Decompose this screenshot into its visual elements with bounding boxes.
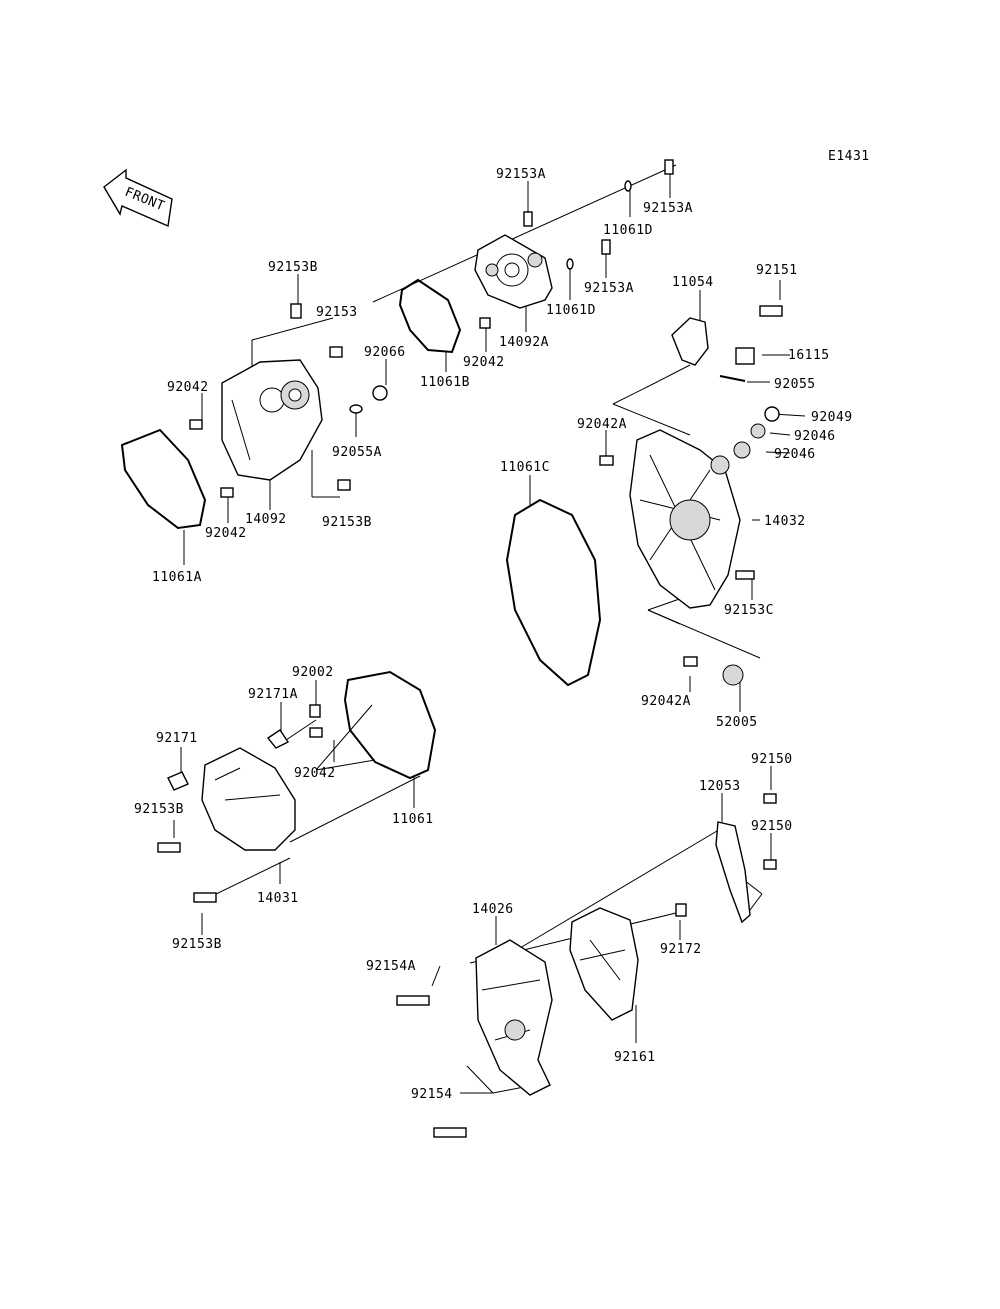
dowel-92042-left2 — [220, 487, 234, 498]
bolt-92154A — [396, 995, 430, 1006]
bolt-92153B-left — [337, 479, 351, 491]
label-92042-mid: 92042 — [294, 766, 336, 781]
cover-14026 — [475, 939, 553, 1096]
label-92171A: 92171A — [248, 687, 298, 702]
front-arrow-icon: FRONT — [103, 168, 173, 228]
bolt-92153A-right — [664, 159, 674, 175]
gasket-11061C — [505, 498, 602, 687]
label-92055A: 92055A — [332, 445, 382, 460]
label-92172: 92172 — [660, 942, 702, 957]
label-92150-mid: 92150 — [751, 819, 793, 834]
label-92171: 92171 — [156, 731, 198, 746]
label-11061A: 11061A — [152, 570, 202, 585]
gasket-11061 — [343, 670, 437, 780]
label-92042-left2: 92042 — [205, 526, 247, 541]
label-11061C: 11061C — [500, 460, 550, 475]
clamp-92171A — [266, 729, 290, 749]
bolt-92150-mid — [763, 859, 777, 870]
dowel-92042-mid — [309, 727, 323, 738]
bolt-92151 — [759, 305, 783, 317]
label-92153C: 92153C — [724, 603, 774, 618]
cap-52005 — [722, 664, 744, 686]
label-92153B-topleft: 92153B — [268, 260, 318, 275]
bolt-92150-top — [763, 793, 777, 804]
dowel-92042A-bottom — [683, 656, 698, 667]
label-14032: 14032 — [764, 514, 806, 529]
clamp-92171 — [167, 771, 189, 791]
gear-cover-14092A — [474, 234, 553, 309]
oring-92055A — [349, 404, 363, 414]
bolt-92153A-top — [523, 211, 533, 227]
bolt-92172 — [675, 903, 687, 917]
seal-92046-a — [750, 423, 766, 439]
bolt-92154 — [433, 1127, 467, 1138]
label-14092: 14092 — [245, 512, 287, 527]
seal-92046-b — [733, 441, 751, 459]
label-92046-a: 92046 — [794, 429, 836, 444]
label-92153A-top: 92153A — [496, 167, 546, 182]
label-11061: 11061 — [392, 812, 434, 827]
bolt-92153A-mid — [601, 239, 611, 255]
bolt-92153B-bottom — [193, 892, 217, 903]
dowel-92042-top — [479, 317, 491, 329]
bolt-92153B-mid — [157, 842, 181, 853]
guard-92161 — [569, 907, 639, 1021]
dowel-92042A-top — [599, 455, 614, 466]
bolt-92153C — [735, 570, 755, 580]
label-16115: 16115 — [788, 348, 830, 363]
label-92153B-bottom: 92153B — [172, 937, 222, 952]
label-92153B-mid: 92153B — [134, 802, 184, 817]
label-11061D-top: 11061D — [603, 223, 653, 238]
part-labels: 92153A 92153A 11061D 92153A 11061D 14092… — [134, 167, 853, 1102]
oring-92055 — [719, 375, 746, 382]
label-92153A-mid: 92153A — [584, 281, 634, 296]
label-11061D-mid: 11061D — [546, 303, 596, 318]
gasket-11061B — [398, 278, 462, 354]
label-92151: 92151 — [756, 263, 798, 278]
label-14031: 14031 — [257, 891, 299, 906]
bolt-92153-topleft — [329, 346, 343, 358]
label-92161: 92161 — [614, 1050, 656, 1065]
label-92042A-bottom: 92042A — [641, 694, 691, 709]
label-92153A-right: 92153A — [643, 201, 693, 216]
bolt-92153B-topleft — [290, 303, 302, 319]
plate-12053 — [715, 821, 751, 924]
label-92002: 92002 — [292, 665, 334, 680]
label-14092A: 14092A — [499, 335, 549, 350]
washer-11061D-mid — [566, 258, 574, 270]
label-92153-topleft: 92153 — [316, 305, 358, 320]
bolt-92002 — [309, 704, 321, 718]
dowel-92042-left — [189, 419, 203, 430]
label-92154: 92154 — [411, 1087, 453, 1102]
label-92042-top: 92042 — [463, 355, 505, 370]
label-92042-left: 92042 — [167, 380, 209, 395]
label-11054: 11054 — [672, 275, 714, 290]
label-92066: 92066 — [364, 345, 406, 360]
washer-92049 — [764, 406, 780, 422]
label-52005: 52005 — [716, 715, 758, 730]
washer-11061D-top — [624, 180, 632, 192]
label-11061B: 11061B — [420, 375, 470, 390]
label-92055: 92055 — [774, 377, 816, 392]
cover-14031 — [201, 747, 296, 851]
label-12053: 12053 — [699, 779, 741, 794]
clutch-cover-14032 — [629, 429, 741, 609]
leader-lines — [173, 164, 806, 1094]
gear-cover-14092 — [221, 359, 323, 481]
label-92154A: 92154A — [366, 959, 416, 974]
label-92153B-left: 92153B — [322, 515, 372, 530]
label-14026: 14026 — [472, 902, 514, 917]
label-92049: 92049 — [811, 410, 853, 425]
bracket-11054 — [671, 317, 709, 366]
label-92046-b: 92046 — [774, 447, 816, 462]
label-92042A-top: 92042A — [577, 417, 627, 432]
label-92150-top: 92150 — [751, 752, 793, 767]
plug-16115 — [735, 347, 755, 365]
gasket-11061A — [120, 428, 207, 530]
seal-92066 — [372, 385, 388, 401]
diagram-code: E1431 — [828, 149, 870, 164]
